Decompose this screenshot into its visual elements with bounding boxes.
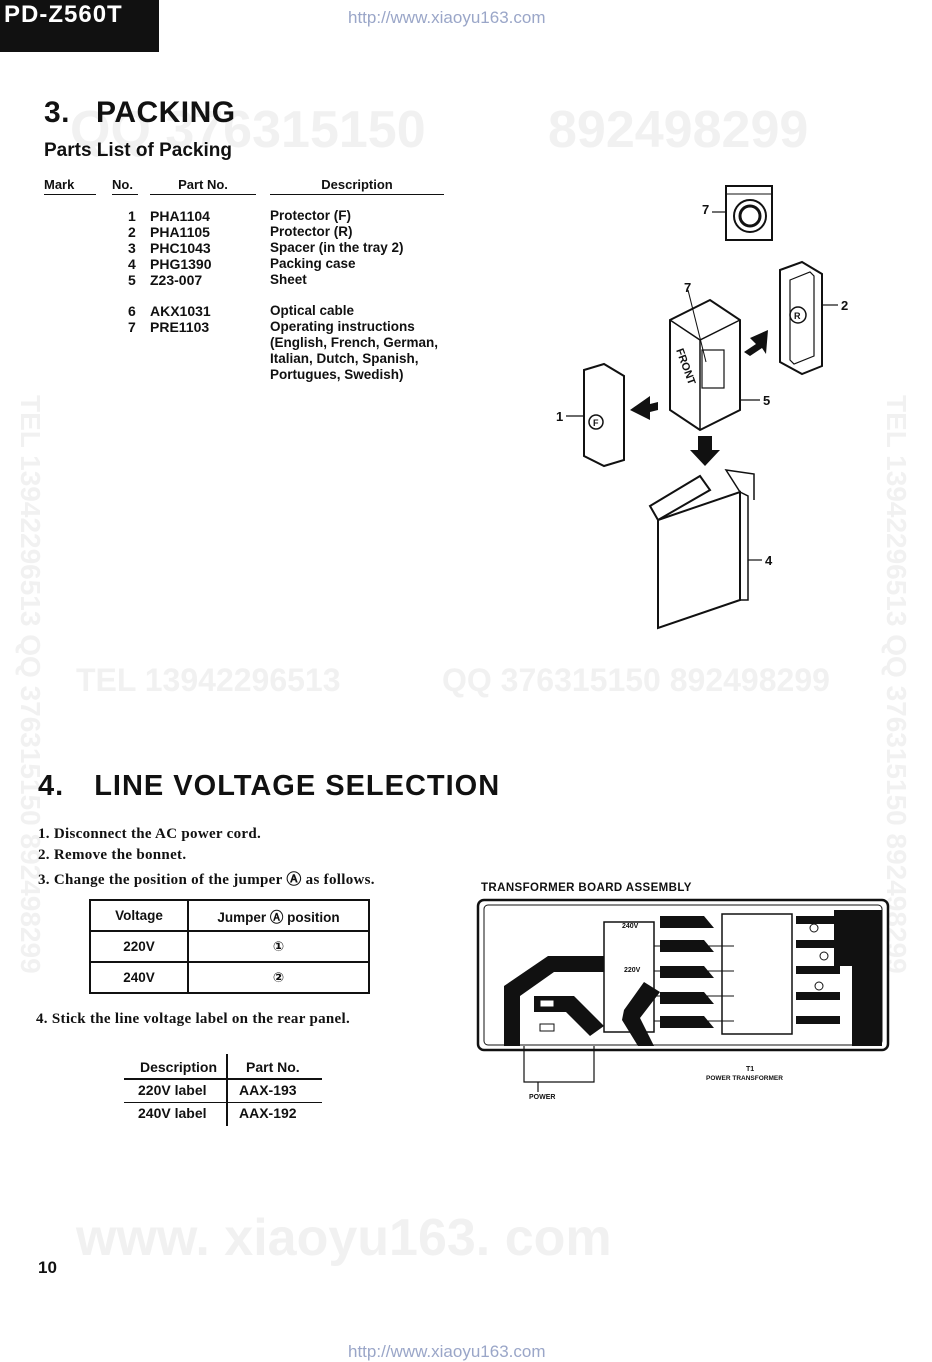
callout-4: 4	[765, 553, 773, 568]
callout-2: 2	[841, 298, 848, 313]
packing-row-part-no: PHA1105	[150, 224, 210, 240]
watermark-bottom: www. xiaoyu163. com	[76, 1209, 612, 1267]
packing-row-description: Optical cable	[270, 303, 355, 318]
optical-cable-box	[725, 185, 773, 241]
packing-row-no: 2	[128, 224, 136, 240]
protector-f	[583, 362, 625, 468]
front-label: FRONT	[673, 347, 697, 387]
packing-sheet	[669, 298, 741, 432]
top-url: http://www.xiaoyu163.com	[348, 8, 546, 27]
callout-7: 7	[684, 280, 691, 295]
jumper-table-header-voltage: Voltage	[89, 899, 189, 932]
protector-r	[779, 260, 823, 376]
model-tab: PD-Z560T	[0, 0, 159, 52]
label-row-description: 240V label	[138, 1105, 207, 1121]
step-4: 4. Stick the line voltage label on the r…	[36, 1011, 351, 1027]
watermark-top-left: QQ 376315150	[70, 101, 426, 159]
protector-f-mark: F	[593, 418, 599, 428]
watermark-mid-right: QQ 376315150 892498299	[442, 662, 830, 698]
jumper-row-voltage: 220V	[89, 930, 189, 963]
jumper-table: Voltage Jumper Ⓐ position 220V ① 240V ②	[89, 899, 370, 994]
transformer-board: 240V 220V POWER T1 POWER TRANSFORMER	[476, 898, 890, 1101]
board-label-transformer: POWER TRANSFORMER	[706, 1075, 783, 1082]
packing-row-description: Protector (R)	[270, 224, 353, 239]
jumper-row-position: ①	[187, 930, 370, 963]
label-row-part-no: AAX-192	[239, 1105, 297, 1121]
board-title: TRANSFORMER BOARD ASSEMBLY	[481, 882, 692, 894]
voltage-heading: 4.LINE VOLTAGE SELECTION	[38, 770, 501, 802]
jumper-table-header-position: Jumper Ⓐ position	[187, 899, 370, 932]
packing-row-no: 1	[128, 208, 136, 224]
jumper-row-voltage: 240V	[89, 961, 189, 994]
packing-row-description: Operating instructions	[270, 319, 415, 334]
watermark-mid-left: TEL 13942296513	[76, 662, 341, 698]
callout-1: 1	[556, 409, 563, 424]
callout-6: 7	[702, 202, 709, 217]
col-part-no: Part No.	[150, 177, 256, 195]
packing-row-description: Packing case	[270, 256, 356, 271]
protector-r-mark: R	[794, 311, 801, 321]
col-description: Description	[270, 177, 444, 195]
packing-diagram: 7 2 7 5 1 4 R F FRONT	[556, 185, 848, 630]
packing-row-no: 3	[128, 240, 136, 256]
label-table-divider	[226, 1054, 228, 1126]
label-table-row-rule	[124, 1102, 322, 1103]
label-row-description: 220V label	[138, 1082, 207, 1098]
packing-row-part-no: PRE1103	[150, 319, 210, 335]
watermark-top-right: 892498299	[548, 101, 809, 159]
label-table-header-part-no: Part No.	[246, 1059, 300, 1075]
packing-row-part-no: Z23-007	[150, 272, 203, 288]
jumper-row-position: ②	[187, 961, 370, 994]
packing-row-description: Sheet	[270, 272, 307, 287]
bottom-url: http://www.xiaoyu163.com	[348, 1342, 546, 1361]
packing-row-no: 4	[128, 256, 136, 272]
packing-row-part-no: PHC1043	[150, 240, 211, 256]
arrow-down	[690, 436, 720, 466]
arrow-right-to-left	[744, 330, 768, 356]
label-row-part-no: AAX-193	[239, 1082, 297, 1098]
page-number: 10	[38, 1258, 57, 1277]
packing-row-description: (English, French, German,	[270, 335, 439, 350]
step-2: 2. Remove the bonnet.	[38, 847, 187, 863]
packing-row-description: Spacer (in the tray 2)	[270, 240, 404, 255]
packing-subtitle: Parts List of Packing	[44, 140, 232, 161]
packing-row-no: 6	[128, 303, 136, 319]
packing-row-description: Protector (F)	[270, 208, 351, 223]
packing-row-part-no: AKX1031	[150, 303, 211, 319]
packing-row-part-no: PHG1390	[150, 256, 212, 272]
step-3: 3. Change the position of the jumper Ⓐ a…	[38, 872, 375, 888]
packing-heading: 3.PACKING	[44, 96, 236, 129]
callout-5: 5	[763, 393, 770, 408]
arrow-left-to-right	[630, 396, 658, 420]
col-no: No.	[112, 177, 138, 195]
board-label-power: POWER	[529, 1094, 555, 1101]
packing-row-part-no: PHA1104	[150, 208, 210, 224]
board-label-240v: 240V	[622, 923, 639, 930]
watermark-vertical-right: TEL 13942296513 QQ 376315150 892498299	[881, 395, 912, 974]
label-table-rule	[124, 1078, 322, 1080]
packing-row-no: 7	[128, 319, 136, 335]
step-1: 1. Disconnect the AC power cord.	[38, 826, 262, 842]
board-label-t1: T1	[746, 1066, 754, 1073]
label-table-header-description: Description	[140, 1059, 218, 1075]
packing-row-description: Italian, Dutch, Spanish,	[270, 351, 419, 366]
packing-row-no: 5	[128, 272, 136, 288]
board-label-220v: 220V	[624, 967, 641, 974]
col-mark: Mark	[44, 177, 96, 195]
packing-row-description: Portugues, Swedish)	[270, 367, 404, 382]
